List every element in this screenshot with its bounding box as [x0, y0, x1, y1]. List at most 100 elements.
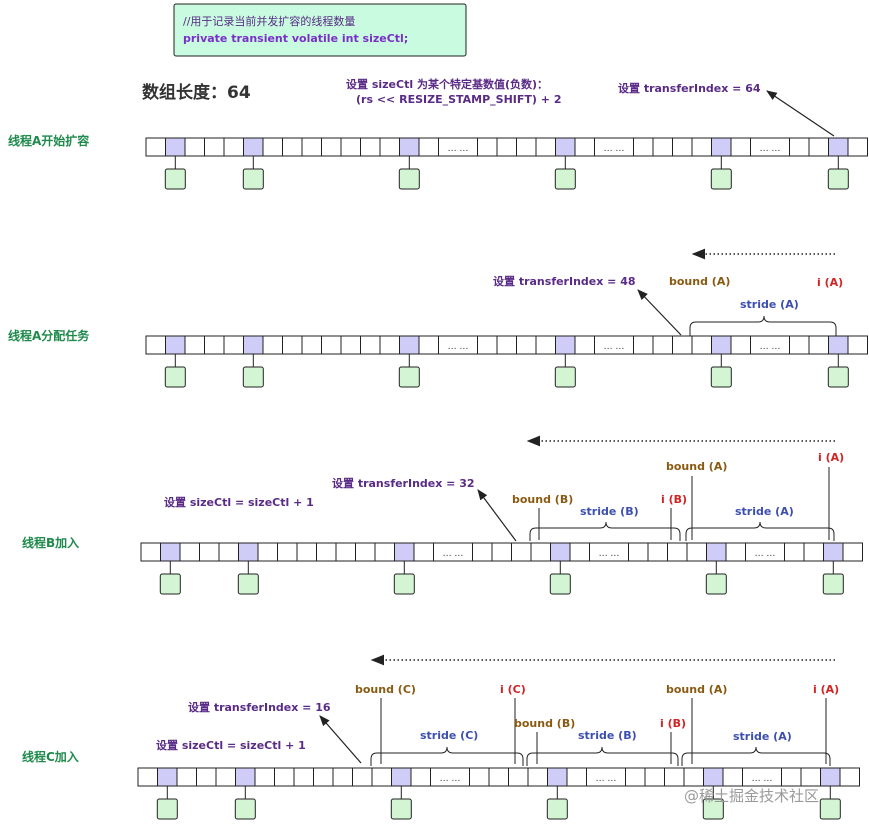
array-cell-occupied: [820, 767, 841, 787]
bucket-node: [710, 168, 732, 190]
array-cell: [633, 335, 654, 355]
i-b-label-row3: i (B): [661, 493, 687, 506]
bucket-node: [702, 798, 724, 820]
array-cell-occupied: [399, 137, 420, 157]
array-cell-occupied: [555, 335, 576, 355]
array-cell-occupied: [823, 542, 844, 562]
array-cell: [204, 335, 225, 355]
array-cell: [839, 767, 860, 787]
array-cell: [633, 137, 654, 157]
bucket-node: [710, 366, 732, 388]
bound-a-label: bound (A): [669, 275, 730, 288]
array-cell: [691, 137, 712, 157]
array-cell: [527, 767, 548, 787]
i-a-label: i (A): [817, 276, 843, 289]
array-cell: [789, 335, 810, 355]
array-cell: [145, 335, 166, 355]
array-cell: [730, 137, 751, 157]
array-cell: [574, 137, 595, 157]
ellipsis-label: … …: [448, 144, 469, 154]
array-cell: [262, 335, 283, 355]
array-cell-occupied: [703, 767, 724, 787]
bucket-node: [234, 798, 256, 820]
array-cell-occupied: [828, 335, 849, 355]
array-cell: [360, 335, 381, 355]
array-cell: [535, 335, 556, 355]
bucket-node: [705, 573, 727, 595]
array-cell: [672, 335, 693, 355]
array-cell: [686, 542, 707, 562]
array-cell: [196, 767, 217, 787]
array-cell: [847, 335, 868, 355]
array-cell: [379, 335, 400, 355]
stride-a-label: stride (A): [740, 298, 799, 311]
bucket-node: [554, 366, 576, 388]
array-cell: [652, 137, 673, 157]
array-cell: [413, 542, 434, 562]
stride-a-label-row3: stride (A): [735, 505, 794, 518]
bound-c-label: bound (C): [355, 683, 416, 696]
array-cell: [410, 767, 431, 787]
bound-b-label-row4: bound (B): [514, 717, 575, 730]
bucket-node: [546, 798, 568, 820]
array-cell: [254, 767, 275, 787]
array-row-a-start: … …… …… …: [145, 137, 868, 190]
ellipsis-label: … …: [760, 342, 781, 352]
array-cell: [664, 767, 685, 787]
array-cell: [652, 335, 673, 355]
array-cell: [491, 542, 512, 562]
array-cell: [477, 137, 498, 157]
array-cell: [516, 137, 537, 157]
stride-c-brace: [370, 746, 524, 766]
bucket-node: [549, 573, 571, 595]
array-cell: [530, 542, 551, 562]
array-cell: [418, 137, 439, 157]
array-cell-occupied: [394, 542, 415, 562]
array-cell-occupied: [711, 335, 732, 355]
array-cell-occupied: [238, 542, 259, 562]
i-b-label-row4: i (B): [660, 717, 686, 730]
arrow-transferindex-32: [477, 489, 517, 542]
bucket-node: [164, 366, 186, 388]
array-cell: [140, 542, 161, 562]
bucket-node: [398, 168, 420, 190]
array-cell: [683, 767, 704, 787]
array-cell: [257, 542, 278, 562]
array-cell: [691, 335, 712, 355]
array-cell: [496, 335, 517, 355]
array-cell: [223, 335, 244, 355]
array-cell: [360, 137, 381, 157]
array-cell: [176, 767, 197, 787]
stride-c-label: stride (C): [420, 729, 478, 742]
note-sizectl-base: 设置 sizeCtl 为某个特定基数值(负数)：: [346, 77, 548, 91]
code-comment: //用于记录当前并发扩容的线程数量: [183, 14, 355, 28]
stage-title-a-assign: 线程A分配任务: [8, 328, 90, 343]
array-cell: [672, 137, 693, 157]
i-c-label: i (C): [500, 683, 526, 696]
note-resize-stamp: (rs << RESIZE_STAMP_SHIFT) + 2: [356, 93, 561, 106]
array-cell: [262, 137, 283, 157]
array-row-c-join: … …… …… …: [137, 767, 860, 820]
stage-title-c-join: 线程C加入: [22, 749, 79, 764]
stage-title-b-join: 线程B加入: [22, 535, 79, 550]
stride-b-label-row3: stride (B): [580, 505, 639, 518]
array-cell: [145, 137, 166, 157]
note-sizectl-plus1-b: 设置 sizeCtl = sizeCtl + 1: [164, 495, 314, 509]
array-cell: [628, 542, 649, 562]
array-cell: [379, 137, 400, 157]
bucket-node: [159, 573, 181, 595]
array-cell-occupied: [157, 767, 178, 787]
array-cell: [667, 542, 688, 562]
bucket-node: [393, 573, 415, 595]
array-cell-occupied: [711, 137, 732, 157]
stride-b-brace-row3: [529, 521, 681, 541]
bound-b-label-row3: bound (B): [512, 493, 573, 506]
array-cell: [625, 767, 646, 787]
bucket-node: [827, 366, 849, 388]
bucket-node: [242, 366, 264, 388]
array-cell: [784, 542, 805, 562]
array-cell-occupied: [165, 137, 186, 157]
ellipsis-label: … …: [596, 774, 617, 784]
array-cell: [204, 137, 225, 157]
array-length-label: 数组长度：64: [142, 82, 251, 103]
